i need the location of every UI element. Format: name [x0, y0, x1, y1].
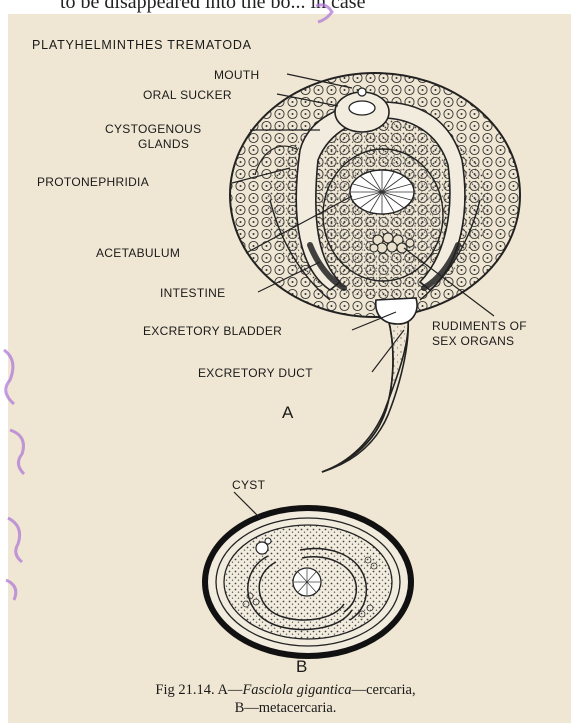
label-cyst: CYST [232, 478, 266, 492]
acetabulum [350, 170, 414, 214]
label-cystogenous-1: CYSTOGENOUS [105, 122, 201, 136]
label-mouth: MOUTH [214, 68, 260, 82]
label-rudiments-1: RUDIMENTS OF [432, 319, 527, 333]
caption-line-1: Fig 21.14. A—Fasciola gigantica—cercaria… [0, 682, 571, 699]
label-protonephridia: PROTONEPHRIDIA [37, 175, 149, 189]
cercaria [230, 73, 520, 472]
caption-suffix: —cercaria, [352, 682, 416, 698]
label-intestine: INTESTINE [160, 286, 225, 300]
label-excretory-bladder: EXCRETORY BLADDER [143, 324, 282, 338]
diagram-title: PLATYHELMINTHES TREMATODA [32, 38, 252, 52]
caption-prefix: Fig 21.14. A— [155, 682, 242, 698]
metacercaria [205, 508, 411, 656]
label-oral-sucker: ORAL SUCKER [143, 88, 232, 102]
caption-species: Fasciola gigantica [242, 682, 351, 698]
caption-line-2: B—metacercaria. [0, 700, 571, 717]
leader-cyst [234, 492, 260, 518]
label-cystogenous-2: GLANDS [138, 137, 189, 151]
label-rudiments-2: SEX ORGANS [432, 334, 514, 348]
label-acetabulum: ACETABULUM [96, 246, 180, 260]
excretory-bladder [376, 298, 417, 324]
mouth [358, 88, 366, 96]
figure-letter-a: A [282, 403, 294, 422]
label-excretory-duct: EXCRETORY DUCT [198, 366, 313, 380]
figure-letter-b: B [296, 657, 307, 676]
